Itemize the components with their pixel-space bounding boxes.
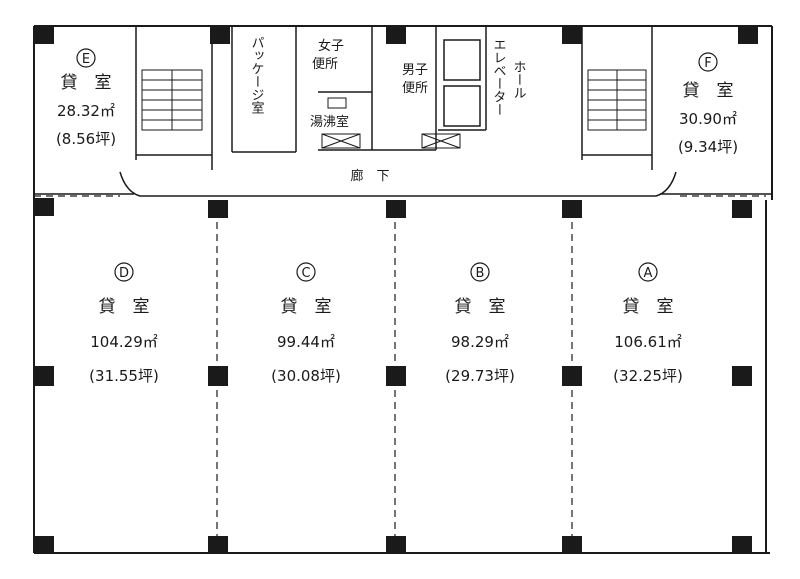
room-d: D 貸 室 104.29㎡ (31.55坪) bbox=[89, 262, 159, 385]
room-a-area: 106.61㎡ bbox=[614, 333, 682, 351]
room-partitions bbox=[34, 195, 766, 545]
mens-toilet-label-2: 便所 bbox=[402, 81, 428, 96]
room-b-area: 98.29㎡ bbox=[451, 333, 509, 351]
elevator-hall-label-2: ホール bbox=[511, 60, 526, 99]
shafts bbox=[321, 97, 461, 149]
core-walls bbox=[119, 26, 677, 197]
room-c-tsubo: (30.08坪) bbox=[271, 367, 341, 385]
stairs-left bbox=[141, 69, 203, 131]
room-c: C 貸 室 99.44㎡ (30.08坪) bbox=[271, 262, 341, 385]
room-d-tsubo: (31.55坪) bbox=[89, 367, 159, 385]
room-e-area: 28.32㎡ bbox=[57, 102, 115, 120]
room-d-name: 貸 室 bbox=[99, 297, 150, 317]
room-e: E 貸 室 28.32㎡ (8.56坪) bbox=[56, 48, 116, 148]
womens-toilet-label-1: 女子 bbox=[318, 38, 344, 54]
room-d-area: 104.29㎡ bbox=[90, 333, 158, 351]
room-e-letter: E bbox=[82, 52, 90, 67]
room-a-name: 貸 室 bbox=[623, 297, 674, 317]
columns bbox=[34, 26, 758, 554]
room-b-marker bbox=[470, 262, 490, 282]
stairs-right bbox=[587, 69, 647, 131]
room-a-letter: A bbox=[644, 266, 653, 281]
room-b-letter: B bbox=[476, 266, 485, 281]
kitchenette-label: 湯沸室 bbox=[310, 114, 349, 130]
room-b-name: 貸 室 bbox=[455, 297, 506, 317]
room-c-letter: C bbox=[301, 266, 310, 281]
room-b-tsubo: (29.73坪) bbox=[445, 367, 515, 385]
womens-toilet-label-2: 便所 bbox=[312, 57, 338, 72]
room-a: A 貸 室 106.61㎡ (32.25坪) bbox=[613, 262, 683, 385]
room-c-name: 貸 室 bbox=[281, 297, 332, 317]
room-e-name: 貸 室 bbox=[61, 73, 112, 93]
room-d-marker bbox=[114, 262, 134, 282]
room-c-marker bbox=[296, 262, 316, 282]
mens-toilet-label-1: 男子 bbox=[402, 63, 428, 78]
room-f-tsubo: (9.34坪) bbox=[678, 138, 738, 156]
room-f-letter: F bbox=[704, 56, 711, 71]
corridor-label: 廊 下 bbox=[350, 168, 389, 184]
room-a-marker bbox=[638, 262, 658, 282]
package-room-label: パッケージ室 bbox=[249, 36, 265, 114]
room-c-area: 99.44㎡ bbox=[277, 333, 335, 351]
room-d-letter: D bbox=[119, 266, 129, 281]
room-e-marker bbox=[76, 48, 96, 68]
room-f-area: 30.90㎡ bbox=[679, 110, 737, 128]
room-a-tsubo: (32.25坪) bbox=[613, 367, 683, 385]
outer-walls bbox=[33, 25, 773, 554]
facility-labels: パッケージ室 女子 便所 男子 便所 湯沸室 エレベーター ホール 廊 下 bbox=[249, 36, 526, 184]
room-f-name: 貸 室 bbox=[683, 81, 734, 101]
room-b: B 貸 室 98.29㎡ (29.73坪) bbox=[445, 262, 515, 385]
room-f-marker bbox=[698, 52, 718, 72]
room-e-tsubo: (8.56坪) bbox=[56, 130, 116, 148]
elevator-hall-label-1: エレベーター bbox=[491, 38, 507, 116]
room-f: F 貸 室 30.90㎡ (9.34坪) bbox=[678, 52, 738, 156]
